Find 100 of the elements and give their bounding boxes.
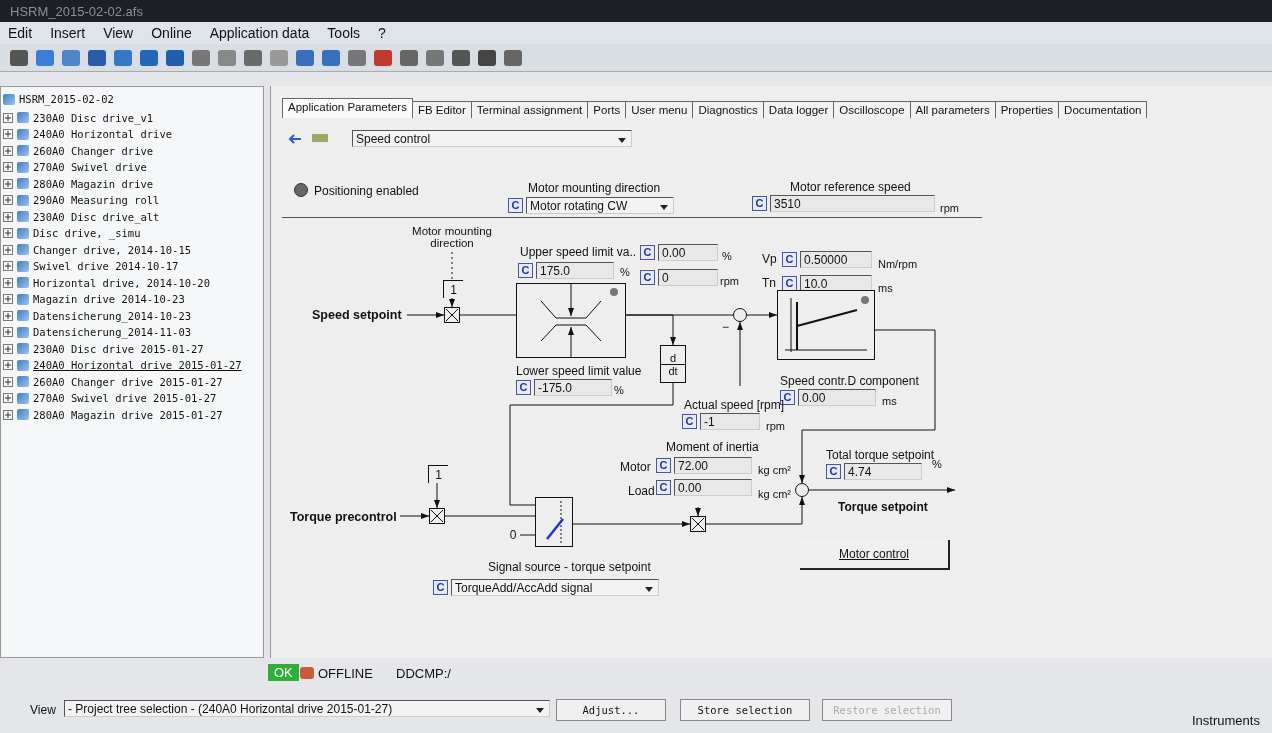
constant-block: 1 — [443, 280, 463, 298]
tree-item: Datensicherung_2014-11-03 — [33, 326, 192, 339]
connector-line — [519, 534, 536, 536]
connector-line — [451, 251, 453, 281]
signal-label: 0 — [506, 527, 520, 543]
limiter-block — [516, 283, 626, 358]
tree-item: 280A0 Magazin drive 2015-01-27 — [33, 408, 223, 421]
arrow — [695, 506, 701, 517]
menu-item: Edit — [8, 25, 33, 41]
tree-item: 240A0 Horizontal drive 2015-01-27 — [33, 359, 242, 372]
mode-button: C — [518, 263, 533, 278]
tree-item: Swivel drive 2014-10-17 — [33, 260, 179, 273]
signal-label: Speed setpoint — [312, 306, 407, 324]
unit-label: kg cm² — [758, 488, 791, 500]
tree-item: 270A0 Swivel drive 2015-01-27 — [33, 392, 217, 405]
signal-label: Torque precontrol — [290, 508, 400, 526]
dropdown-field: - Project tree selection - (240A0 Horizontal drive 2015-01-27) — [64, 700, 550, 717]
tab: All parameters — [909, 101, 996, 118]
arrow — [808, 487, 956, 493]
tab: Properties — [994, 101, 1060, 118]
unit-label: rpm — [720, 275, 739, 287]
tree-item: 240A0 Horizontal drive — [33, 128, 173, 141]
tree-item: 230A0 Disc drive_alt — [33, 210, 160, 223]
multiplier-block — [690, 516, 706, 532]
mode-button: C — [782, 252, 797, 267]
tab: Ports — [587, 101, 627, 118]
status-text: OFFLINE — [318, 666, 373, 681]
motor-control-button: Motor control — [800, 540, 950, 570]
input-field: 0.00 — [658, 244, 718, 261]
input-field: -175.0 — [534, 379, 612, 396]
action-button: Adjust... — [556, 699, 666, 721]
unit-label: % — [614, 384, 624, 396]
field-label: Speed contr.D component — [780, 374, 919, 388]
signal-label: Torque setpoint — [838, 500, 928, 514]
unit-label: ms — [878, 282, 893, 294]
tree-item: Horizontal drive, 2014-10-20 — [33, 276, 210, 289]
input-field: 72.00 — [674, 457, 752, 474]
field-label: Positioning enabled — [314, 184, 419, 198]
status-text: DDCMP:/ — [396, 666, 451, 681]
input-field: 0.00 — [674, 479, 752, 496]
action-button: Store selection — [680, 699, 810, 721]
field-label: Lower speed limit value — [516, 364, 642, 378]
switch-block — [535, 497, 573, 547]
field-label: Motor reference speed — [790, 180, 911, 194]
controller-block — [777, 290, 875, 360]
menu-item: Application data — [209, 25, 310, 41]
field-label: Moment of inertia — [666, 440, 759, 454]
connector-line — [444, 515, 536, 517]
tree-item: 260A0 Changer drive — [33, 144, 154, 157]
mode-button: C — [640, 270, 655, 285]
field-label: Total torque setpoint — [826, 448, 935, 462]
status-badge: OK — [268, 664, 299, 681]
tree-item: 230A0 Disc drive_v1 — [33, 111, 154, 124]
unit-label: rpm — [940, 202, 959, 214]
multiplier-block — [444, 307, 460, 323]
field-label: Motor — [620, 460, 651, 474]
menu-item: ? — [378, 25, 386, 41]
arrow — [746, 312, 778, 318]
mode-button: C — [516, 380, 531, 395]
unit-label: Nm/rpm — [878, 258, 918, 270]
input-field: 0.50000 — [800, 251, 872, 268]
sign-label: − — [722, 320, 729, 334]
tab: Diagnostics — [692, 101, 764, 118]
dropdown-field: TorqueAdd/AccAdd signal — [451, 579, 659, 596]
connector-line — [459, 314, 517, 316]
menu-item: Online — [151, 25, 192, 41]
unit-label: % — [932, 458, 942, 470]
tree-item: Magazin drive 2014-10-23 — [33, 293, 185, 306]
field-label: Load — [628, 484, 655, 498]
menu-item: Tools — [327, 25, 361, 41]
arrow — [449, 297, 455, 308]
tab: Application Parameters — [282, 98, 413, 118]
tab: Terminal assignment — [470, 101, 589, 118]
tree-item: 260A0 Changer drive 2015-01-27 — [33, 375, 223, 388]
mode-button: C — [826, 464, 841, 479]
unit-label: rpm — [766, 420, 785, 432]
tab: Oscilloscope — [833, 101, 911, 118]
field-label: Tn — [762, 276, 776, 290]
input-field: 175.0 — [536, 262, 614, 279]
dropdown-field: Speed control — [352, 130, 632, 147]
tree-item: Changer drive, 2014-10-15 — [33, 243, 192, 256]
arrow — [625, 314, 676, 346]
signal-label: Motor mounting direction — [405, 222, 499, 252]
dropdown-field: Motor rotating CW — [526, 197, 674, 214]
tree-item: Disc drive, _simu — [33, 227, 141, 240]
multiplier-block — [429, 508, 445, 524]
tab: User menu — [625, 101, 694, 118]
tree-item: HSRM_2015-02-02 — [19, 93, 114, 106]
connector-line — [625, 314, 734, 316]
arrow — [434, 482, 440, 509]
mode-button: C — [640, 245, 655, 260]
tree-item: Datensicherung_2014-10-23 — [33, 309, 192, 322]
arrow — [572, 521, 691, 527]
derivative-block: d dt — [660, 345, 686, 383]
field-label: Vp — [762, 252, 777, 266]
tab: Data logger — [762, 101, 835, 118]
disabled-button: Restore selection — [822, 699, 952, 721]
tree-item: 280A0 Magazin drive — [33, 177, 154, 190]
mode-button: C — [682, 414, 697, 429]
mode-button: C — [433, 580, 448, 595]
